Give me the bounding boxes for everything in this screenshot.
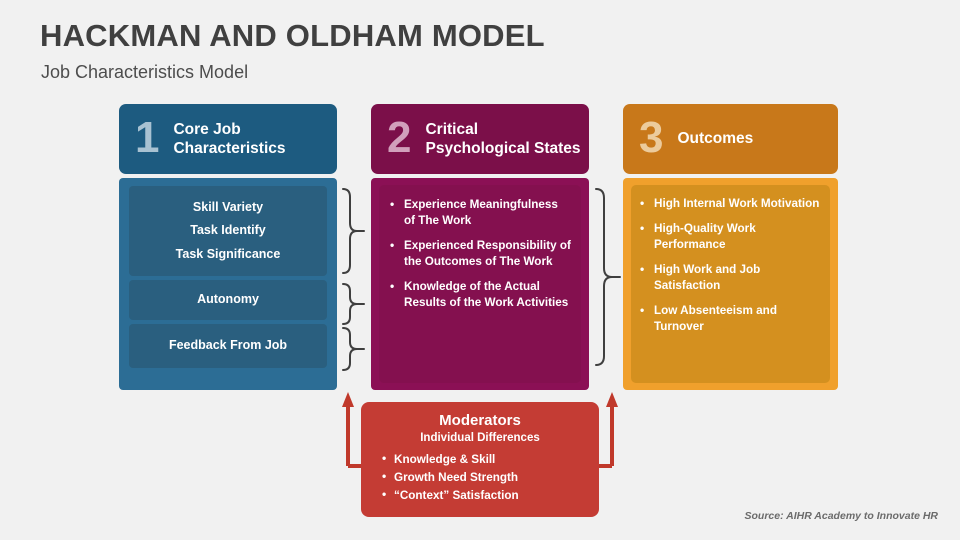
- list-item: High Internal Work Motivation: [639, 195, 822, 212]
- list-item: Knowledge & Skill: [381, 449, 599, 468]
- list-item: Knowledge of the Actual Results of the W…: [389, 278, 571, 311]
- core-job-group-3[interactable]: Feedback From Job: [129, 324, 327, 368]
- core-job-item: Feedback From Job: [168, 338, 288, 353]
- column-2-header[interactable]: 2 Critical Psychological States: [371, 104, 589, 174]
- outcomes-list: High Internal Work Motivation High-Quali…: [639, 195, 822, 335]
- core-job-item: Task Identify: [190, 223, 266, 238]
- page-subtitle: Job Characteristics Model: [41, 62, 249, 82]
- arrow-head-right: [606, 392, 618, 407]
- source-note: Source: AIHR Academy to Innovate HR: [744, 510, 938, 522]
- brace-connector-right: [595, 188, 621, 366]
- list-item: Low Absenteeism and Turnover: [639, 302, 822, 335]
- column-3-title: Outcomes: [677, 130, 754, 148]
- column-3-inner-panel: High Internal Work Motivation High-Quali…: [631, 185, 830, 383]
- column-2-number: 2: [387, 113, 412, 163]
- column-1-number: 1: [135, 113, 160, 163]
- list-item: High-Quality Work Performance: [639, 220, 822, 253]
- column-1-title: Core Job Characteristics: [173, 120, 286, 157]
- moderators-subtitle: Individual Differences: [420, 431, 540, 444]
- moderators-box[interactable]: Moderators Individual Differences Knowle…: [361, 402, 599, 517]
- list-item: Experienced Responsibility of the Outcom…: [389, 237, 571, 270]
- column-2-title: Critical Psychological States: [425, 120, 581, 157]
- core-job-group-2[interactable]: Autonomy: [129, 280, 327, 320]
- page-title: HACKMAN AND OLDHAM MODEL: [40, 18, 545, 53]
- column-2-body: Experience Meaningfulness of The Work Ex…: [371, 178, 589, 390]
- moderators-title: Moderators: [439, 412, 521, 429]
- column-2-inner-panel: Experience Meaningfulness of The Work Ex…: [379, 185, 581, 383]
- core-job-item: Autonomy: [197, 292, 259, 307]
- moderators-list: Knowledge & Skill Growth Need Strength “…: [361, 449, 599, 505]
- core-job-item: Skill Variety: [192, 200, 264, 215]
- column-1-header[interactable]: 1 Core Job Characteristics: [119, 104, 337, 174]
- brace-connectors-left: [342, 188, 365, 371]
- list-item: “Context” Satisfaction: [381, 486, 599, 504]
- arrow-head-left: [342, 392, 354, 407]
- list-item: Growth Need Strength: [381, 468, 599, 486]
- list-item: Experience Meaningfulness of The Work: [389, 196, 571, 229]
- core-job-item: Task Significance: [175, 246, 281, 261]
- column-3-body: High Internal Work Motivation High-Quali…: [623, 178, 838, 390]
- critical-states-list: Experience Meaningfulness of The Work Ex…: [389, 196, 571, 311]
- core-job-group-1[interactable]: Skill Variety Task Identify Task Signifi…: [129, 186, 327, 276]
- column-3-number: 3: [639, 113, 664, 163]
- list-item: High Work and Job Satisfaction: [639, 261, 822, 294]
- column-3-header[interactable]: 3 Outcomes: [623, 104, 838, 174]
- column-1-body: Skill Variety Task Identify Task Signifi…: [119, 178, 337, 390]
